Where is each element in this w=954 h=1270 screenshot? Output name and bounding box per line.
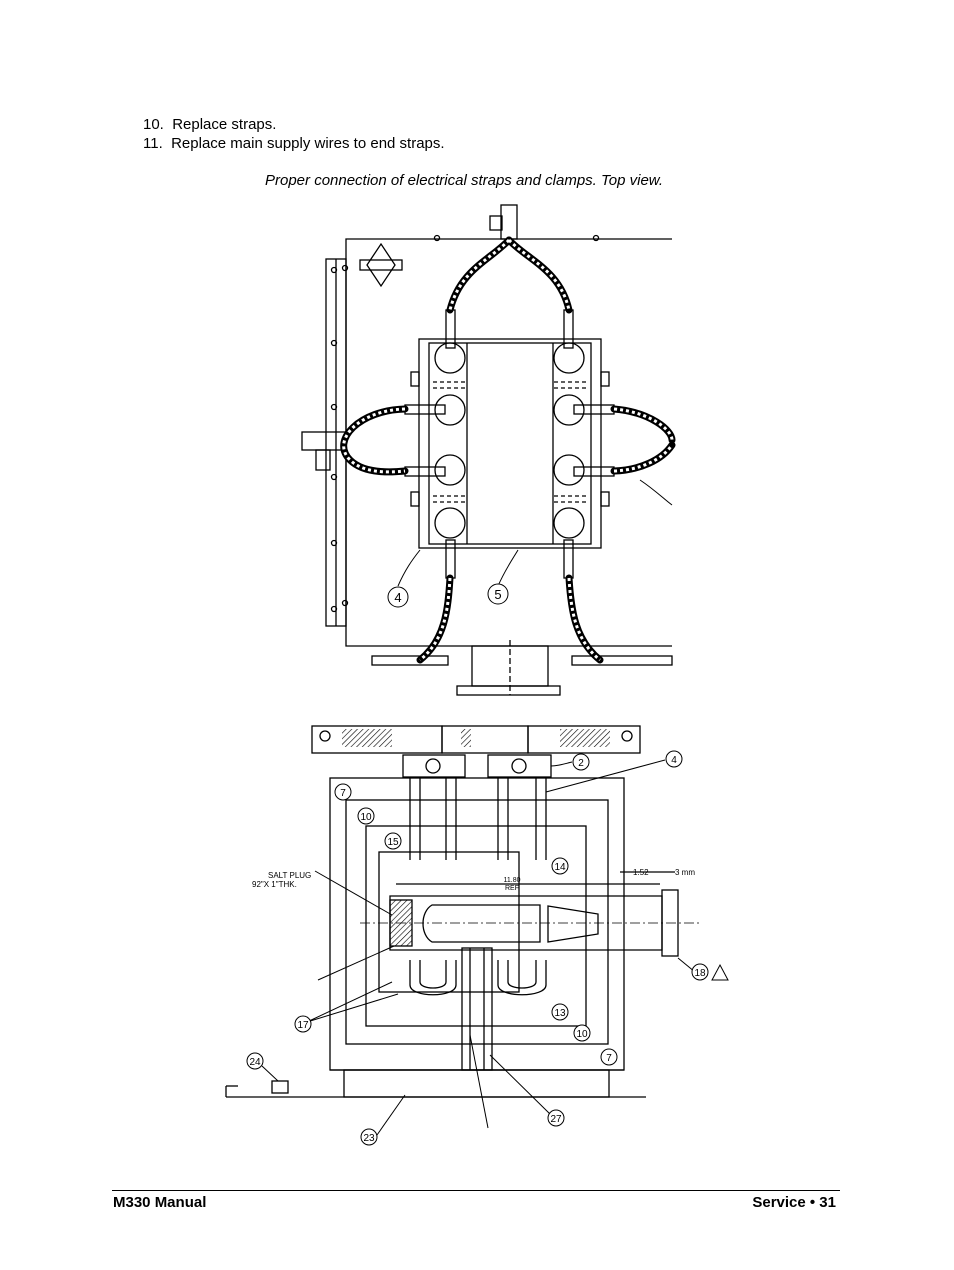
svg-text:13: 13 [554, 1008, 566, 1019]
dim-left: 1.52 [633, 868, 649, 877]
callout-circle [487, 583, 509, 605]
ref-dim-label: REF [505, 885, 519, 892]
svg-text:10: 10 [576, 1029, 588, 1040]
top-view-callouts: 4 5 [387, 583, 509, 608]
svg-text:4: 4 [671, 755, 677, 766]
salt-plug-label: SALT PLUG [268, 871, 311, 880]
svg-text:17: 17 [297, 1020, 309, 1031]
figure-caption: Proper connection of electrical straps a… [265, 172, 663, 189]
section-view-callouts: 2 4 7 10 15 14 18 17 13 10 7 24 23 27 [246, 750, 709, 1146]
svg-text:23: 23 [363, 1133, 375, 1144]
svg-text:2: 2 [578, 758, 584, 769]
svg-text:7: 7 [606, 1053, 612, 1064]
callout-circle [387, 586, 409, 608]
footer-manual-title: M330 Manual [113, 1194, 207, 1211]
step-item: 10. Replace straps. [143, 116, 277, 133]
svg-text:24: 24 [249, 1057, 261, 1068]
ref-dim-value: 11.80 [504, 877, 521, 884]
dim-right: 3 mm [675, 868, 695, 877]
salt-plug-size: 92"X 1"THK. [252, 880, 297, 889]
svg-text:18: 18 [694, 968, 706, 979]
svg-text:27: 27 [550, 1114, 562, 1125]
svg-text:7: 7 [340, 788, 346, 799]
callout-label: 4 [394, 590, 401, 605]
svg-text:10: 10 [360, 812, 372, 823]
footer-page-number: Service • 31 [752, 1194, 836, 1211]
footer-rule [112, 1190, 840, 1191]
svg-text:14: 14 [554, 862, 566, 873]
step-list: 10. Replace straps. 11. Replace main sup… [143, 115, 445, 153]
step-item: 11. Replace main supply wires to end str… [143, 135, 445, 152]
callout-label: 5 [494, 587, 501, 602]
warning-icon [711, 963, 729, 981]
svg-text:15: 15 [387, 837, 399, 848]
